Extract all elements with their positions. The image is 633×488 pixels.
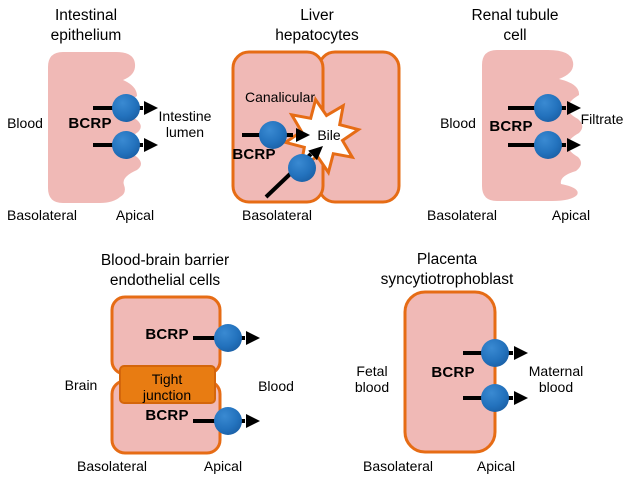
panel-title-blood-brain-barrier: Blood-brain barrier endothelial cells [100,252,230,289]
efflux-arrow-head [567,138,581,152]
bcrp-transporter-icon [481,339,509,367]
efflux-arrow-head [567,101,581,115]
renal-cell-shape [482,50,583,201]
panel-title-liver: Liver hepatocytes [275,7,359,44]
panel-title-placenta: Placenta syncytiotrophoblast [380,251,514,288]
membrane-label-basolateral: Basolateral [241,207,313,223]
tight-junction-block [119,365,216,404]
bcrp-transporters [112,94,562,435]
bcrp-transporter-icon [112,131,140,159]
bcrp-label: BCRP [68,115,112,132]
compartment-label-intestine-lumen: Intestine lumen [158,108,212,140]
membrane-label-canalicular: Canalicular [244,89,316,105]
panel-title-renal: Renal tubule cell [471,7,559,44]
efflux-arrow-heads [144,101,581,428]
compartment-label-maternal-blood: Maternal blood [528,363,584,395]
compartment-label-bile: Bile [317,127,341,143]
bcrp-transporter-icon [259,121,287,149]
compartment-label-blood: Blood [440,115,476,131]
membrane-label-apical: Apical [476,458,516,474]
membrane-label-basolateral: Basolateral [426,207,498,223]
panel-title-intestinal: Intestinal epithelium [50,7,122,44]
efflux-arrow-head [308,146,323,161]
bcrp-label: BCRP [145,326,189,343]
efflux-arrow-head [144,101,158,115]
compartment-label-blood: Blood [258,378,294,394]
tight-junction-label: Tight junction [142,371,192,403]
intestinal-cell-shape [48,52,141,203]
bcrp-transporter-icon [214,324,242,352]
bcrp-label: BCRP [145,407,189,424]
membrane-label-apical: Apical [551,207,591,223]
efflux-arrow-head [246,414,260,428]
membrane-label-basolateral: Basolateral [76,458,148,474]
membrane-label-basolateral: Basolateral [362,458,434,474]
compartment-label-blood: Blood [7,115,43,131]
efflux-arrow-head [246,331,260,345]
efflux-arrow-head [514,346,528,360]
bcrp-transporter-icon [214,407,242,435]
bcrp-label: BCRP [232,146,276,163]
compartment-label-brain: Brain [64,377,98,393]
membrane-label-apical: Apical [203,458,243,474]
bcrp-transporter-icon [534,94,562,122]
bcrp-label: BCRP [489,118,533,135]
bcrp-transporter-icon [534,131,562,159]
bcrp-transporter-icon [481,384,509,412]
efflux-arrow-head [514,391,528,405]
bcrp-transporter-icon [112,94,140,122]
efflux-arrow-head [144,138,158,152]
membrane-label-apical: Apical [115,207,155,223]
compartment-label-fetal-blood: Fetal blood [354,363,390,395]
bcrp-label: BCRP [431,364,475,381]
efflux-arrow-head [296,128,310,142]
membrane-label-basolateral: Basolateral [6,207,78,223]
bcrp-transporter-icon [288,154,316,182]
placenta-cell-shape [403,290,497,454]
compartment-label-filtrate: Filtrate [580,111,624,127]
